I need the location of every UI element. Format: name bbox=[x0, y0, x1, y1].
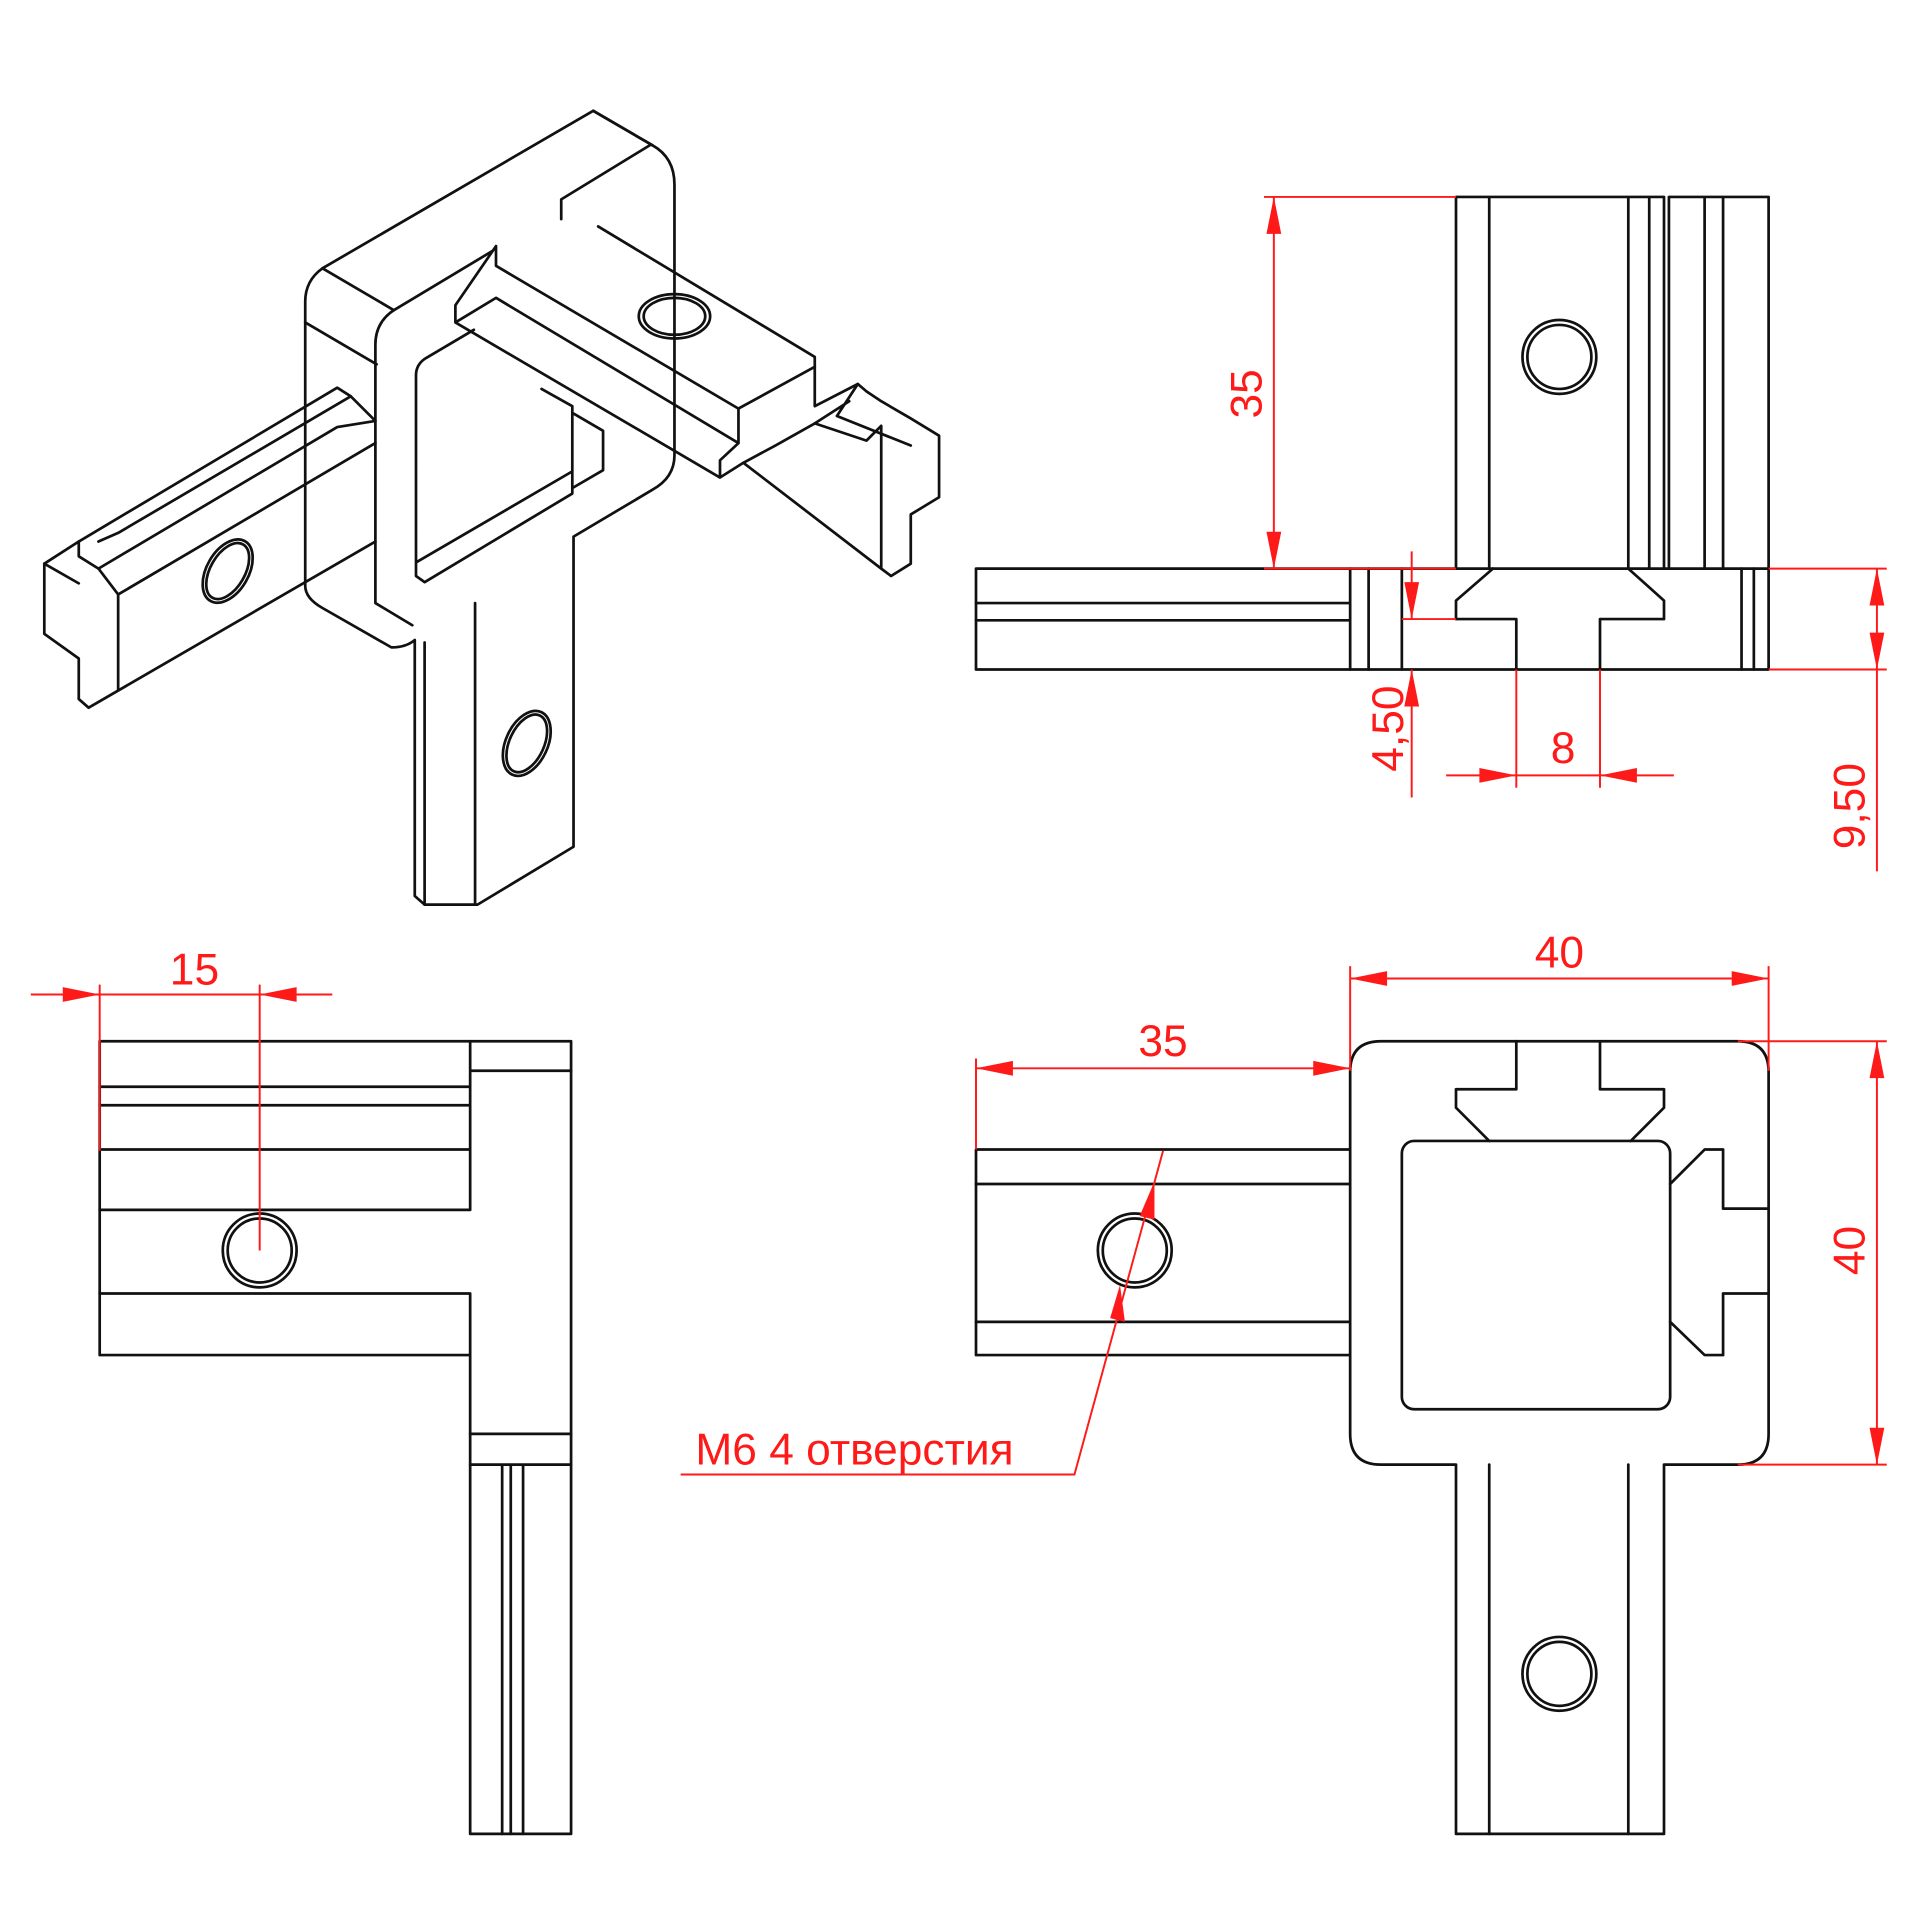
dim-arm-length: 35 bbox=[1138, 1017, 1187, 1066]
side-view: 35 4,50 8 9,50 bbox=[974, 195, 1887, 872]
dim-top-width: 40 bbox=[1535, 928, 1584, 977]
dim-top-height: 40 bbox=[1826, 1226, 1875, 1275]
dim-slot-width: 8 bbox=[1551, 724, 1576, 773]
dim-hole-offset: 15 bbox=[170, 946, 219, 995]
top-view: 40 35 40 M6 4 отверстия bbox=[680, 928, 1887, 1836]
dim-base-thickness: 9,50 bbox=[1826, 763, 1875, 849]
dim-slot-depth: 4,50 bbox=[1364, 686, 1413, 772]
left-view: 15 bbox=[30, 946, 573, 1836]
hole-note: M6 4 отверстия bbox=[695, 1426, 1013, 1475]
isometric-view bbox=[42, 109, 941, 906]
dim-side-height: 35 bbox=[1223, 369, 1272, 418]
